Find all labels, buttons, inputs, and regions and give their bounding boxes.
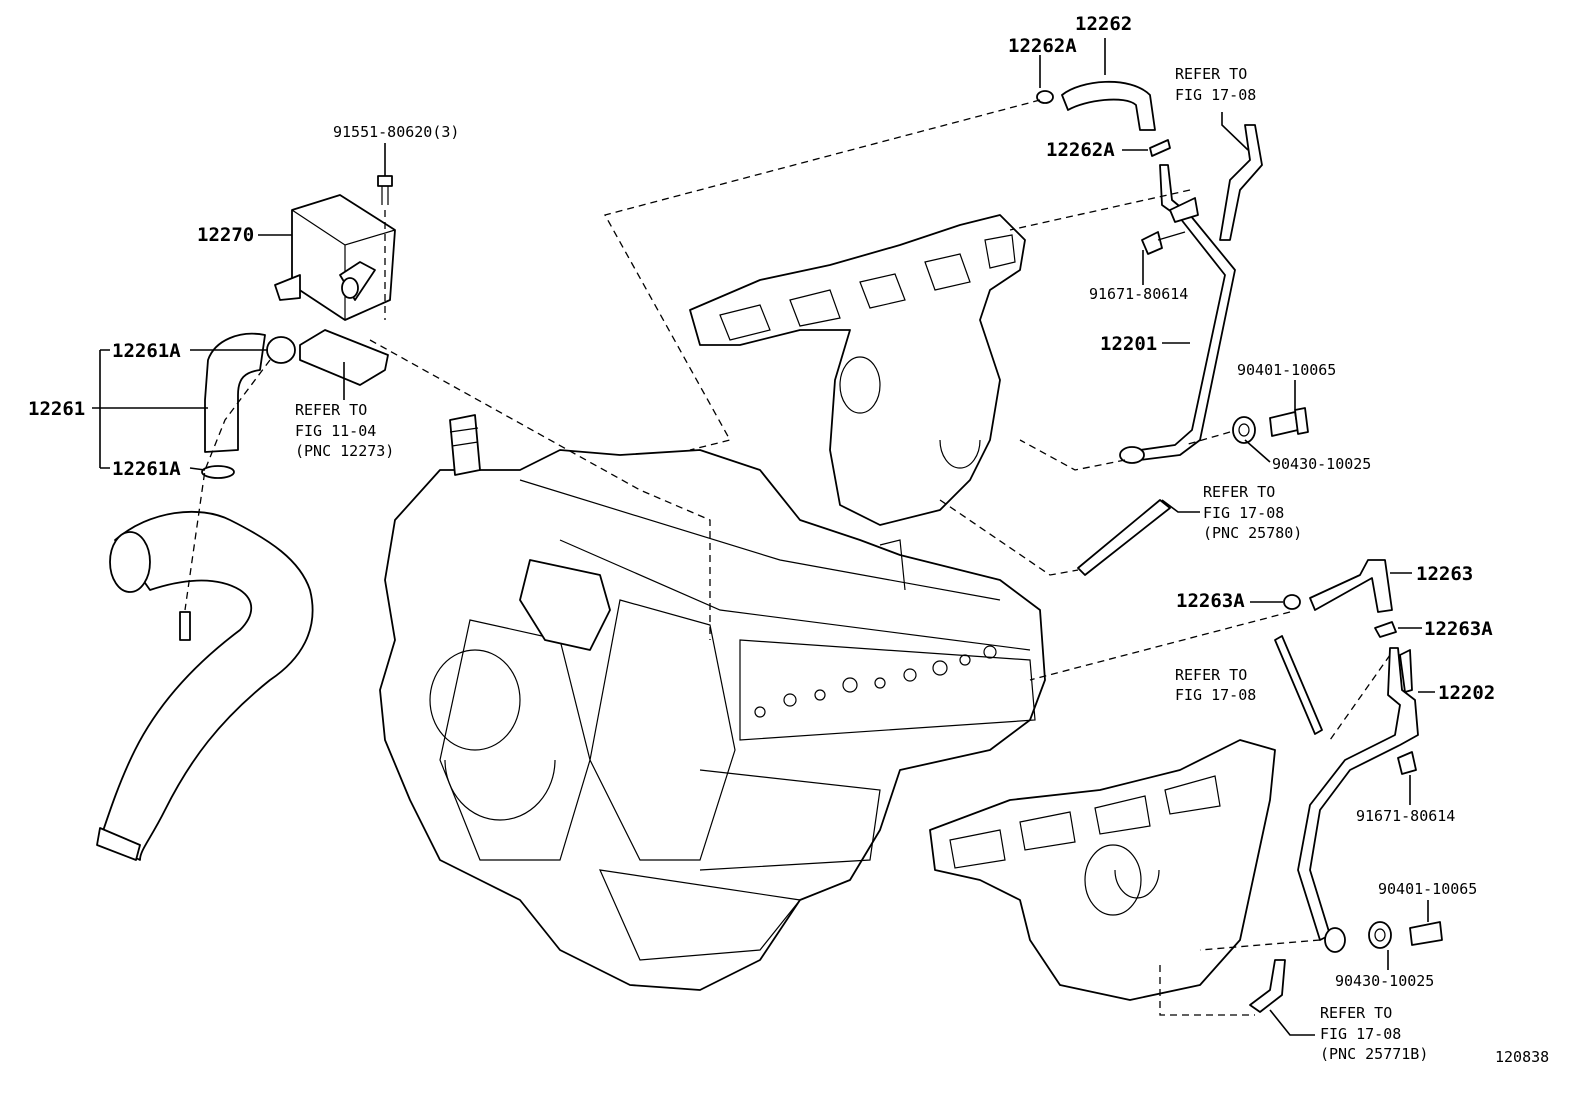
label-refer-25771-2: FIG 17-08 [1320,1025,1401,1043]
label-91671-b: 91671-80614 [1356,807,1455,825]
label-12261: 12261 [28,398,85,420]
leader-lines [92,38,1435,1036]
label-12202: 12202 [1438,682,1495,704]
bolt-91551 [377,175,393,205]
bolt-90401-a [1269,407,1309,437]
clamp-12262A-mid [1149,139,1171,157]
bolt-90401-b [1409,921,1443,946]
pipe-refer-1708-b [1274,635,1323,735]
label-90401-a: 90401-10065 [1237,361,1336,379]
upper-exhaust-manifold [689,214,1026,526]
dashed-guide-lines [184,99,1391,1016]
label-90430-a: 90430-10025 [1272,455,1371,473]
label-refer-25771-3: (PNC 25771B) [1320,1045,1428,1063]
bolt-91671-a [1141,231,1186,255]
label-12201: 12201 [1100,333,1157,355]
pipe-12202 [1297,647,1419,953]
clamp-12263A-right [1374,621,1397,638]
hose-12262 [1061,80,1156,131]
label-91551: 91551-80620(3) [333,123,459,141]
label-12262A-top: 12262A [1008,35,1077,57]
label-12263: 12263 [1416,563,1473,585]
label-90401-b: 90401-10065 [1378,880,1477,898]
label-refer-1708-a-1: REFER TO [1175,65,1247,83]
pipe-25771B [1249,959,1286,1013]
gasket-90430-a [1232,416,1256,444]
figure-id: 120838 [1495,1048,1549,1066]
clamp-12262A-top [1036,90,1054,104]
label-refer-1708-b-1: REFER TO [1175,666,1247,684]
valve-12270 [274,194,396,321]
gasket-90430-b [1368,921,1392,949]
pipe-12201 [1119,124,1263,464]
label-12261A-top: 12261A [112,340,181,362]
pipe-25780 [1077,499,1171,576]
clamp-12263A-left [1283,594,1301,610]
label-refer-1708-a-2: FIG 17-08 [1175,86,1256,104]
label-12261A-bottom: 12261A [112,458,181,480]
hose-12263 [1309,559,1393,613]
bolt-91671-b [1397,751,1417,775]
label-12263A-left: 12263A [1176,590,1245,612]
label-12270: 12270 [197,224,254,246]
label-refer-25780-1: REFER TO [1203,483,1275,501]
lower-exhaust-manifold [929,739,1276,1001]
label-refer-1104-2: FIG 11-04 [295,422,376,440]
label-refer-1708-b-2: FIG 17-08 [1175,686,1256,704]
label-91671-a: 91671-80614 [1089,285,1188,303]
label-refer-1104-3: (PNC 12273) [295,442,394,460]
label-refer-25771-1: REFER TO [1320,1004,1392,1022]
label-refer-25780-3: (PNC 25780) [1203,524,1302,542]
gasket-12273 [299,329,389,386]
label-refer-25780-2: FIG 17-08 [1203,504,1284,522]
callout-labels: 12262 12262A REFER TO FIG 17-08 12262A 9… [28,13,1549,1066]
hose-12261 [204,332,266,453]
engine-block [379,414,1046,991]
intake-hose [96,510,314,861]
label-12262A-mid: 12262A [1046,139,1115,161]
label-12262: 12262 [1075,13,1132,35]
clamp-12261A-bottom [201,465,235,479]
clamp-12261A-top [266,336,296,364]
label-90430-b: 90430-10025 [1335,972,1434,990]
label-refer-1104-1: REFER TO [295,401,367,419]
label-12263A-right: 12263A [1424,618,1493,640]
